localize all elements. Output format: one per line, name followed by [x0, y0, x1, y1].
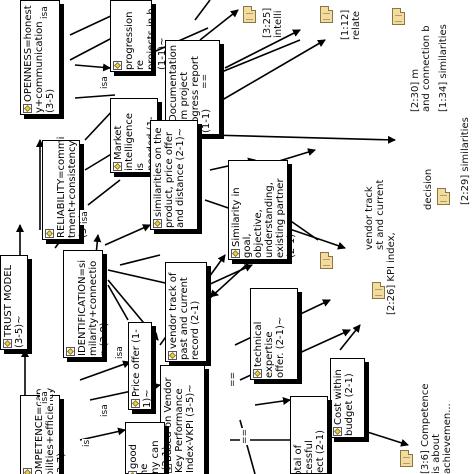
code-reliability[interactable]: RELIABILITY=commi tment+consistency (3-4… [42, 137, 89, 240]
code-competence[interactable]: OMPETENCE=cap bilities+efficiency (3-7) [20, 388, 67, 474]
code-icon [333, 427, 342, 436]
edge-label-isa: isa [40, 390, 50, 405]
code-icon [45, 229, 54, 238]
quotation-icon[interactable] [243, 6, 256, 23]
code-technical-expertise[interactable]: technical expertise offer. (2-1)~ [250, 288, 298, 380]
quotation-icon[interactable] [437, 188, 450, 205]
quotation-icon[interactable] [392, 8, 405, 25]
code-identification[interactable]: IDENTIFICATION=si milarity+connectio n (… [63, 250, 110, 358]
code-icon [153, 219, 162, 228]
quotation-icon[interactable] [372, 282, 385, 299]
quote-decision[interactable]: decision [423, 168, 434, 210]
quote-2-30[interactable]: [2:30] m and connection b [410, 25, 432, 112]
code-icon [168, 351, 177, 360]
edge-label-isa: isa [115, 345, 125, 360]
edge-label-isa: isa [100, 75, 110, 90]
code-partial[interactable]: good the any can n (2-1) [125, 422, 172, 474]
code-total-successful[interactable]: Total of successful project (2-1) [290, 396, 328, 474]
quotation-icon[interactable] [320, 252, 333, 269]
edge-label-eq: == [228, 370, 238, 388]
code-icon [3, 339, 12, 348]
quotation-icon[interactable] [320, 6, 333, 23]
code-similarity-goal[interactable]: Similarity in goal, objective, understan… [228, 160, 297, 260]
code-icon [23, 104, 32, 113]
code-icon [231, 249, 240, 258]
edge-label-isa: isa [80, 210, 90, 225]
code-progression-reports[interactable]: progression re projects in h (1-1)~ [110, 0, 168, 72]
code-vendor-kpi[interactable]: Based on Vendor Key Performance Index-VK… [160, 365, 205, 474]
code-cost-within-budget[interactable]: Cost within budget (2-1) [330, 358, 365, 438]
code-icon [113, 162, 122, 171]
quote-vendor-track[interactable]: vendor track st and current [364, 179, 386, 250]
code-icon [66, 347, 75, 356]
quote-3-6[interactable]: [3:6] Competence is about achievemen... [420, 383, 453, 474]
edge-label-eq: == [240, 427, 250, 445]
edge-label-isa: isa [100, 403, 110, 418]
code-similarities-product[interactable]: similarities on the product, price offer… [150, 120, 198, 230]
quote-3-25[interactable]: [3:25] intelli [262, 7, 284, 38]
edge-label-isa: isa [40, 5, 50, 20]
code-trust-model[interactable]: TRUST MODEL (3-5)~ [0, 255, 28, 350]
quote-1-34[interactable]: [1:34] similarities [438, 24, 449, 112]
code-icon [113, 61, 122, 70]
code-icon [253, 369, 262, 378]
code-price-offer[interactable]: Price offer (1-1)~ [128, 322, 153, 410]
quote-2-29[interactable]: [2:29] similarities [460, 117, 471, 205]
code-documentation[interactable]: Documentation from project progress repo… [165, 40, 220, 135]
code-icon [23, 468, 32, 474]
code-vendor-track[interactable]: vendor track of past and current record … [165, 262, 207, 362]
edge-label-is: is [82, 438, 92, 448]
quote-1-12[interactable]: [1:12] relate [340, 9, 362, 40]
edge-label-eq: == [200, 72, 210, 90]
code-icon [131, 399, 140, 408]
quote-2-26[interactable]: [2:26] KPI index, [386, 232, 397, 315]
quotation-icon[interactable] [400, 450, 413, 467]
